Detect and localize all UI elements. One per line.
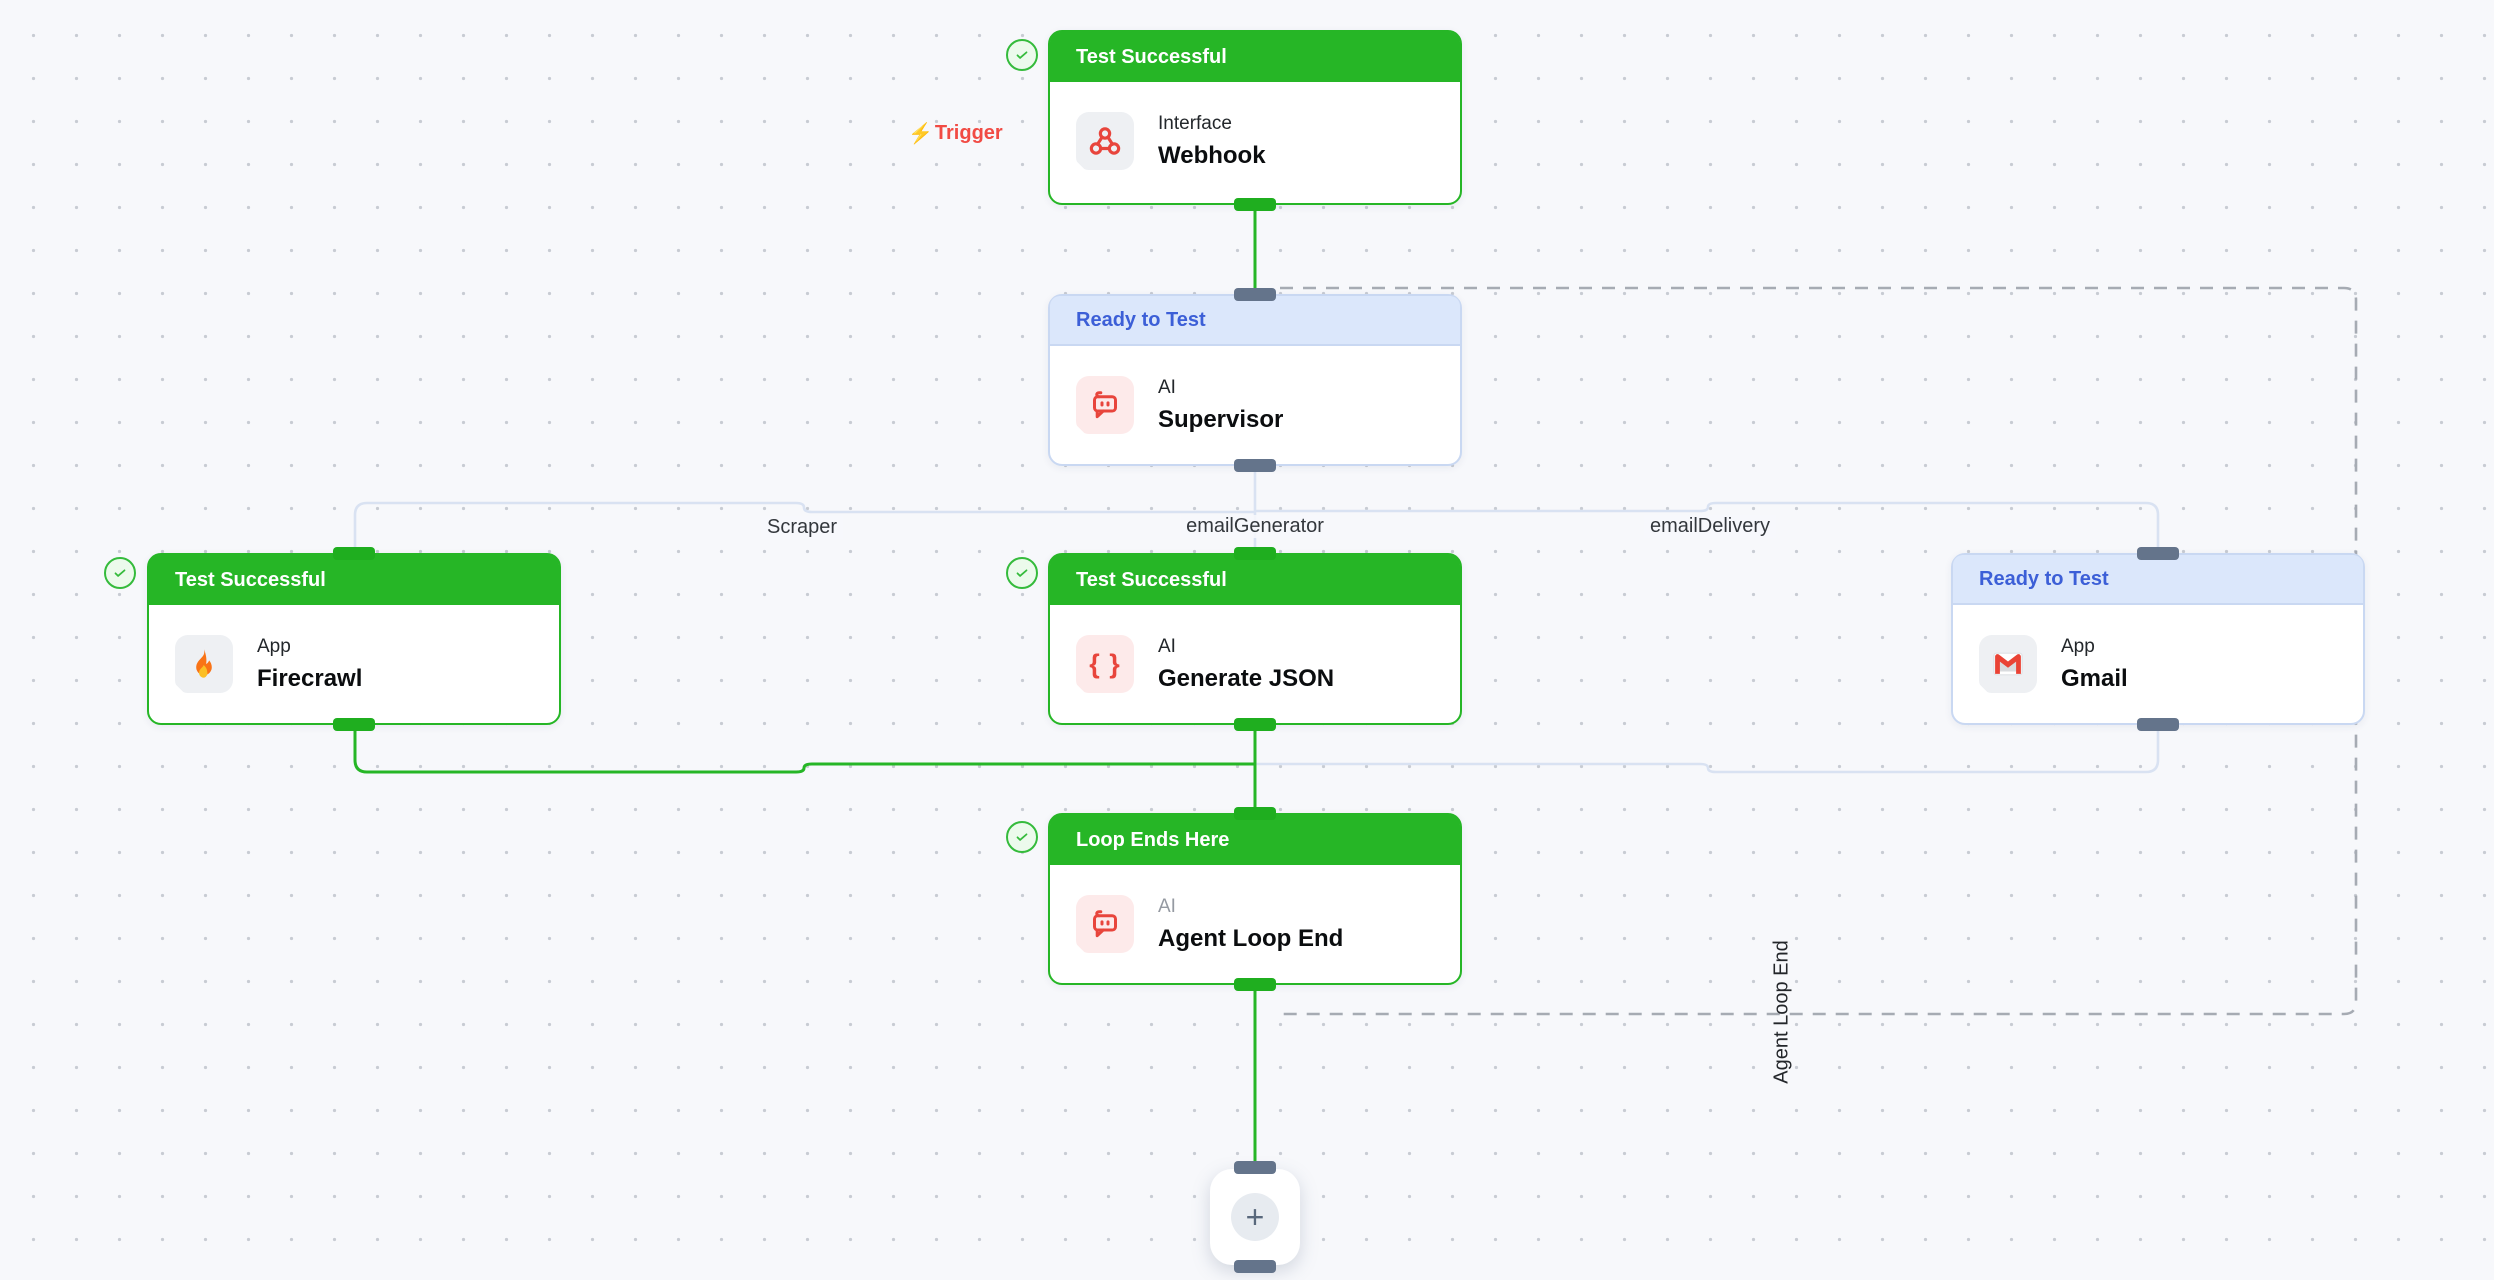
check-badge-webhook bbox=[1006, 39, 1038, 71]
node-type-label: App bbox=[2061, 635, 2095, 657]
branch-label-email-delivery: emailDelivery bbox=[1643, 515, 1777, 538]
trigger-label: ⚡ Trigger bbox=[908, 122, 1003, 145]
node-title: Webhook bbox=[1158, 141, 1266, 169]
branch-label-scraper: Scraper bbox=[760, 516, 844, 539]
port-gmail-output[interactable] bbox=[2137, 718, 2179, 731]
gmail-icon bbox=[1979, 635, 2037, 693]
flame-icon bbox=[175, 635, 233, 693]
agent-loop-region-label: Agent Loop End bbox=[1770, 940, 1793, 1084]
node-title: Gmail bbox=[2061, 664, 2128, 692]
node-type-label: AI bbox=[1158, 376, 1176, 398]
check-badge-firecrawl bbox=[104, 557, 136, 589]
port-generate-json-output[interactable] bbox=[1234, 718, 1276, 731]
check-icon bbox=[1016, 569, 1028, 577]
edge-gmail-to-agent-loop-end bbox=[1255, 720, 2160, 774]
node-title: Supervisor bbox=[1158, 405, 1284, 433]
robot-chat-icon bbox=[1076, 895, 1134, 953]
node-type-label: AI bbox=[1158, 895, 1176, 917]
node-gmail[interactable]: Ready to Test App Gmail bbox=[1951, 547, 2365, 731]
port-supervisor-output[interactable] bbox=[1234, 459, 1276, 472]
node-status-header: Test Successful bbox=[149, 555, 559, 605]
port-gmail-input[interactable] bbox=[2137, 547, 2179, 560]
node-supervisor[interactable]: Ready to Test AI Supervisor bbox=[1048, 288, 1462, 472]
node-status-header: Ready to Test bbox=[1953, 555, 2363, 605]
braces-icon: { } bbox=[1076, 635, 1134, 693]
port-agent-loop-end-output[interactable] bbox=[1234, 978, 1276, 991]
port-add-output[interactable] bbox=[1234, 1260, 1276, 1273]
plus-icon[interactable]: + bbox=[1231, 1193, 1279, 1241]
node-type-label: App bbox=[257, 635, 291, 657]
node-title: Agent Loop End bbox=[1158, 924, 1344, 952]
port-supervisor-input[interactable] bbox=[1234, 288, 1276, 301]
node-status-header: Loop Ends Here bbox=[1050, 815, 1460, 865]
edge-supervisor-to-firecrawl bbox=[353, 501, 1255, 556]
check-badge-generate-json bbox=[1006, 557, 1038, 589]
edge-firecrawl-to-agent-loop-end bbox=[353, 722, 1255, 774]
check-icon bbox=[1016, 833, 1028, 841]
node-type-label: AI bbox=[1158, 635, 1176, 657]
node-agent-loop-end[interactable]: Loop Ends Here AI Agent Loop End bbox=[1048, 807, 1462, 991]
port-webhook-output[interactable] bbox=[1234, 198, 1276, 211]
node-type-label: Interface bbox=[1158, 112, 1232, 134]
port-firecrawl-input[interactable] bbox=[333, 547, 375, 560]
node-webhook[interactable]: Test Successful Interface Webhook bbox=[1048, 30, 1462, 211]
port-agent-loop-end-input[interactable] bbox=[1234, 807, 1276, 820]
node-generate-json[interactable]: Test Successful { } AI Generate JSON bbox=[1048, 547, 1462, 731]
branch-label-email-generator: emailGenerator bbox=[1180, 515, 1330, 538]
check-icon bbox=[114, 569, 126, 577]
check-badge-agent-loop-end bbox=[1006, 821, 1038, 853]
port-firecrawl-output[interactable] bbox=[333, 718, 375, 731]
lightning-icon: ⚡ bbox=[908, 123, 933, 145]
node-status-header: Ready to Test bbox=[1050, 296, 1460, 346]
webhook-icon bbox=[1076, 112, 1134, 170]
node-title: Generate JSON bbox=[1158, 664, 1335, 692]
edge-supervisor-to-gmail bbox=[1255, 501, 2160, 556]
node-title: Firecrawl bbox=[257, 664, 363, 692]
node-firecrawl[interactable]: Test Successful App Firecrawl bbox=[147, 547, 561, 731]
node-status-header: Test Successful bbox=[1050, 555, 1460, 605]
port-add-input[interactable] bbox=[1234, 1161, 1276, 1174]
robot-chat-icon bbox=[1076, 376, 1134, 434]
check-icon bbox=[1016, 51, 1028, 59]
node-status-header: Test Successful bbox=[1050, 32, 1460, 82]
add-node-button[interactable]: + bbox=[1210, 1161, 1300, 1273]
port-generate-json-input[interactable] bbox=[1234, 547, 1276, 560]
